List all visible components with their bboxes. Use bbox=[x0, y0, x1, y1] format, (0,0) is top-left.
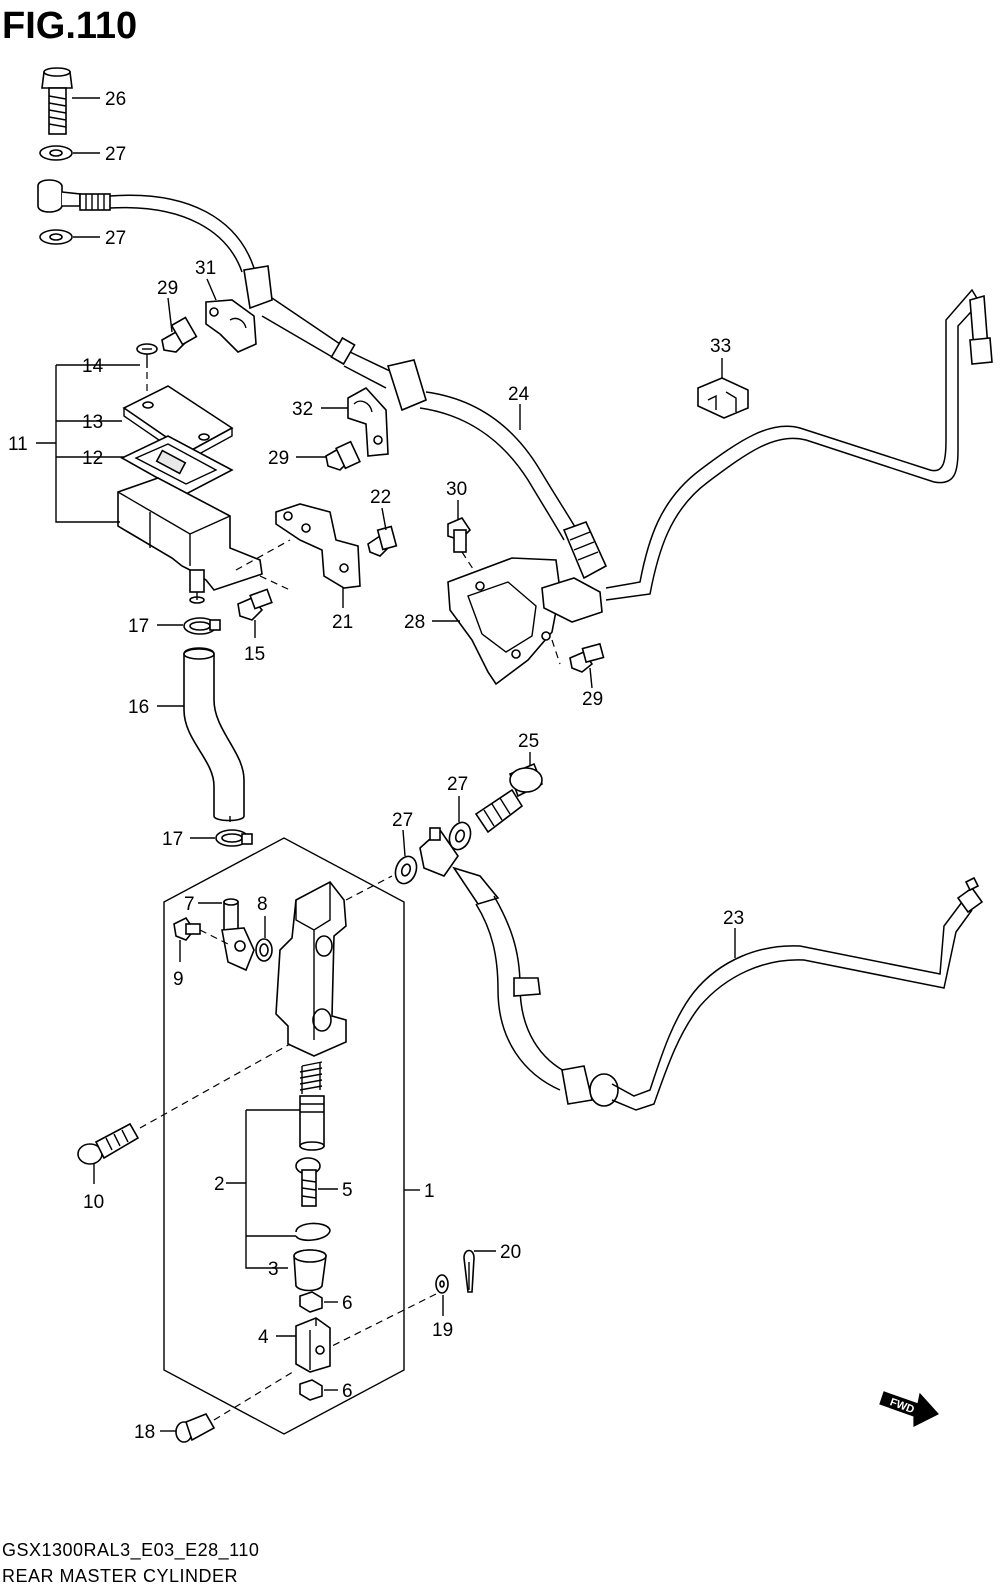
part-circlip[interactable] bbox=[295, 1222, 331, 1242]
callout-26: 26 bbox=[105, 89, 126, 110]
callout-3: 3 bbox=[268, 1259, 279, 1280]
callout-19: 19 bbox=[432, 1320, 453, 1341]
callout-14: 14 bbox=[82, 356, 104, 377]
callout-30: 30 bbox=[446, 479, 467, 500]
part-15-bolt[interactable] bbox=[237, 588, 273, 621]
part-22-bolt[interactable] bbox=[367, 525, 398, 557]
part-24-brake-hose[interactable] bbox=[37, 179, 608, 580]
part-27-washer-left[interactable] bbox=[392, 853, 420, 886]
part-1-kit-outline bbox=[163, 837, 405, 1435]
part-3-boot[interactable] bbox=[293, 1249, 327, 1292]
callout-29-lower: 29 bbox=[582, 689, 603, 710]
part-7-fitting[interactable] bbox=[221, 898, 255, 972]
callout-11: 11 bbox=[8, 434, 28, 455]
callout-4: 4 bbox=[258, 1327, 269, 1348]
part-32-clamp[interactable] bbox=[347, 386, 389, 457]
part-2-piston-kit[interactable] bbox=[299, 1095, 325, 1151]
callout-12: 12 bbox=[82, 448, 103, 469]
part-30-bolt[interactable] bbox=[447, 517, 472, 553]
callout-22: 22 bbox=[370, 487, 391, 508]
callout-27-left: 27 bbox=[392, 810, 413, 831]
part-33-clamp[interactable] bbox=[697, 377, 749, 419]
part-29-bolt-lower[interactable] bbox=[569, 642, 605, 673]
callout-20: 20 bbox=[500, 1242, 521, 1263]
part-14-screw[interactable] bbox=[136, 343, 158, 368]
callout-29-middle: 29 bbox=[268, 448, 289, 469]
callout-23: 23 bbox=[723, 908, 744, 929]
part-29-bolt-upper[interactable] bbox=[161, 316, 198, 353]
part-6-nut-upper[interactable] bbox=[299, 1291, 323, 1313]
callout-21: 21 bbox=[332, 612, 353, 633]
callout-6-upper: 6 bbox=[342, 1293, 353, 1314]
callout-27-upper: 27 bbox=[105, 144, 126, 165]
part-9-screw[interactable] bbox=[173, 916, 201, 941]
callout-25: 25 bbox=[518, 731, 539, 752]
callout-28: 28 bbox=[404, 612, 425, 633]
callout-5: 5 bbox=[342, 1180, 353, 1201]
part-17-clamp-upper[interactable] bbox=[183, 617, 221, 635]
part-27-washer-right[interactable] bbox=[446, 819, 474, 852]
part-16-reservoir-hose[interactable] bbox=[183, 647, 245, 822]
part-master-cylinder-body[interactable] bbox=[275, 880, 347, 1057]
callout-7: 7 bbox=[184, 894, 195, 915]
part-25-banjo-bolt[interactable] bbox=[474, 762, 544, 834]
callout-27-lower: 27 bbox=[105, 228, 126, 249]
part-31-clamp[interactable] bbox=[205, 299, 257, 353]
callout-15: 15 bbox=[244, 644, 265, 665]
part-10-bolt[interactable] bbox=[77, 1122, 140, 1165]
callout-17-lower: 17 bbox=[162, 829, 183, 850]
diagram-caption: REAR MASTER CYLINDER bbox=[2, 1566, 238, 1586]
callout-33: 33 bbox=[710, 336, 731, 357]
part-18-clevis-pin[interactable] bbox=[175, 1412, 216, 1443]
part-28-bracket[interactable] bbox=[447, 557, 603, 686]
callout-17-upper: 17 bbox=[128, 616, 149, 637]
callout-16: 16 bbox=[128, 697, 149, 718]
fwd-direction-arrow: FWD bbox=[879, 1391, 939, 1427]
part-4-clevis[interactable] bbox=[295, 1317, 331, 1373]
callout-10: 10 bbox=[83, 1192, 104, 1213]
callout-6-lower: 6 bbox=[342, 1381, 353, 1402]
part-21-bracket[interactable] bbox=[275, 503, 361, 589]
callout-29-upper: 29 bbox=[157, 278, 178, 299]
figure-title: FIG.110 bbox=[2, 5, 137, 47]
callout-1: 1 bbox=[424, 1181, 435, 1202]
part-19-washer[interactable] bbox=[435, 1274, 449, 1294]
callout-24: 24 bbox=[508, 384, 530, 405]
brake-pipe-upper[interactable] bbox=[605, 288, 993, 601]
callout-18: 18 bbox=[134, 1422, 155, 1443]
part-27-washer-lower[interactable] bbox=[39, 229, 73, 245]
callout-9: 9 bbox=[173, 969, 184, 990]
part-11-reservoir-body[interactable] bbox=[117, 477, 263, 604]
callout-2: 2 bbox=[214, 1174, 225, 1195]
model-code: GSX1300RAL3_E03_E28_110 bbox=[2, 1540, 259, 1561]
part-8-o-ring[interactable] bbox=[255, 938, 273, 962]
part-26-banjo-bolt[interactable] bbox=[41, 67, 73, 135]
part-spring[interactable] bbox=[299, 1061, 323, 1094]
part-29-bolt-middle[interactable] bbox=[325, 440, 361, 471]
part-27-washer-upper[interactable] bbox=[39, 145, 73, 161]
part-5-push-rod[interactable] bbox=[295, 1157, 321, 1207]
fwd-label: FWD bbox=[888, 1396, 916, 1416]
callout-27-right: 27 bbox=[447, 774, 468, 795]
part-20-cotter-pin[interactable] bbox=[463, 1249, 475, 1293]
part-17-clamp-lower[interactable] bbox=[215, 829, 253, 847]
part-23-lower-hose[interactable] bbox=[419, 827, 984, 1111]
callout-13: 13 bbox=[82, 412, 103, 433]
callout-32: 32 bbox=[292, 399, 313, 420]
callout-8: 8 bbox=[257, 894, 268, 915]
part-6-nut-lower[interactable] bbox=[299, 1379, 323, 1401]
callout-31: 31 bbox=[195, 258, 216, 279]
